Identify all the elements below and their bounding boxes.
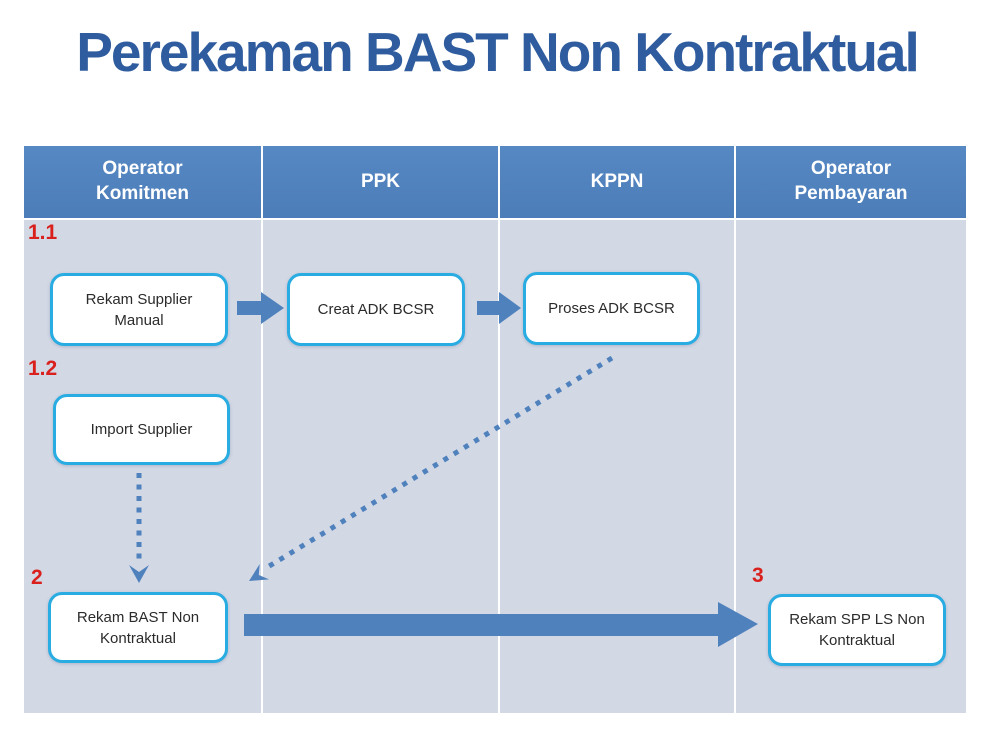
node-import-supplier: Import Supplier [53,394,230,465]
lane-header-operator-komitmen: Operator Komitmen [24,146,261,218]
lane-header-kppn: KPPN [500,146,734,218]
node-creat-adk-bcsr: Creat ADK BCSR [287,273,465,346]
step-label-1-2: 1.2 [28,357,58,380]
lane-header-operator-pembayaran: Operator Pembayaran [736,146,966,218]
page-title: Perekaman BAST Non Kontraktual [76,21,920,83]
node-rekam-spp-ls-non-kontraktual: Rekam SPP LS Non Kontraktual [768,594,946,666]
step-label-1-1: 1.1 [28,221,58,244]
step-label-2: 2 [31,566,43,589]
node-rekam-supplier-manual: Rekam Supplier Manual [50,273,228,346]
node-rekam-bast-non-kontraktual: Rekam BAST Non Kontraktual [48,592,228,663]
step-label-3: 3 [752,564,764,587]
lane-header-ppk: PPK [263,146,498,218]
node-proses-adk-bcsr: Proses ADK BCSR [523,272,700,345]
